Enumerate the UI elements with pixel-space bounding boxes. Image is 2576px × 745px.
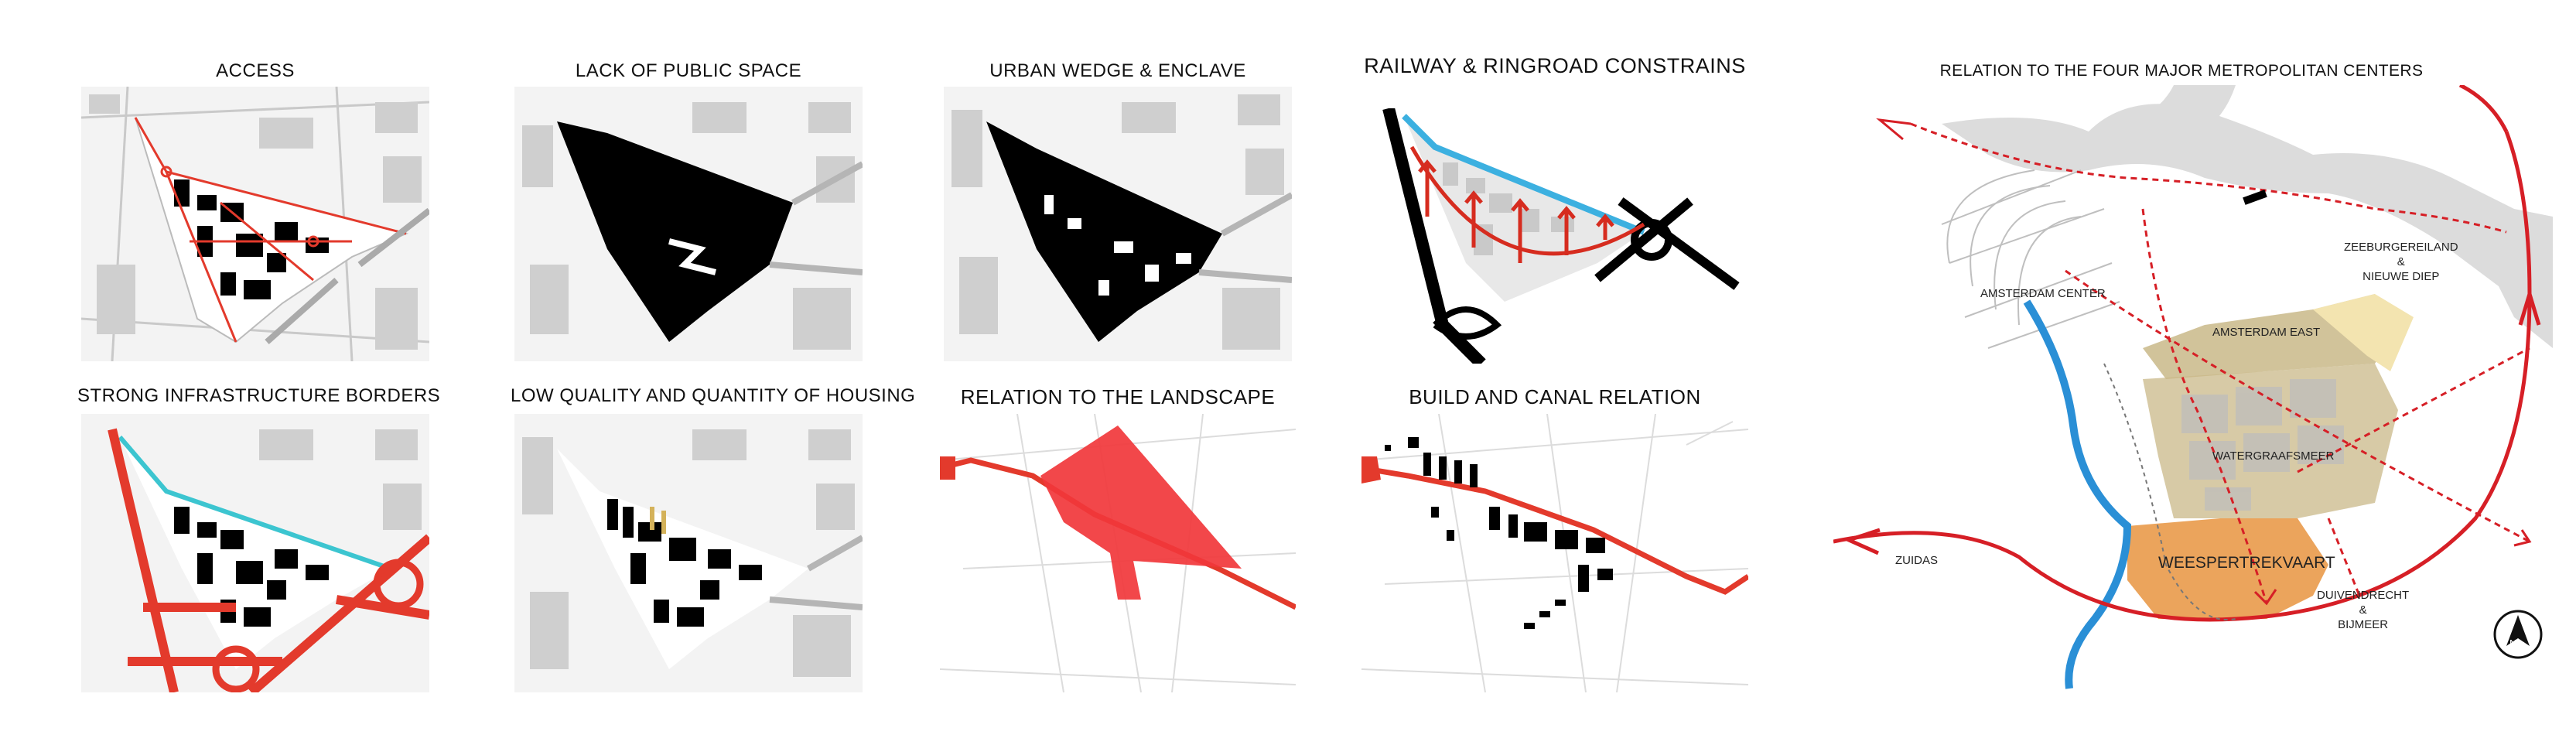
railway-border [118,436,391,571]
surrounding-blocks [522,102,855,350]
panel-title: URBAN WEDGE & ENCLAVE [989,60,1246,81]
panel-title: LACK OF PUBLIC SPACE [575,60,802,81]
surrounding-blocks [951,94,1284,350]
housing-blocks [607,499,762,627]
label-amsterdam-east: AMSTERDAM EAST [2212,326,2321,339]
metro-map [1833,85,2553,689]
canal-end [1361,456,1381,484]
water-arm [2112,85,2236,147]
public-space-trace [668,238,716,275]
ring-road-arrow-w [1843,528,1881,555]
label-duivendrecht: DUIVENDRECHT & BIJMEER [2317,589,2410,631]
water-ij [1942,104,2553,348]
panel-housing: LOW QUALITY AND QUANTITY OF HOUSING [511,379,916,696]
metro-map-title: RELATION TO THE FOUR MAJOR METROPOLITAN … [1939,62,2424,80]
wedge-map [944,87,1292,361]
ring-road [769,535,863,610]
canal-ring [1941,169,2120,349]
railway-line [1402,114,1645,235]
panel-title: LOW QUALITY AND QUANTITY OF HOUSING [511,385,916,406]
panel-wedge: URBAN WEDGE & ENCLAVE [940,54,1296,364]
enclave-black [986,121,1222,342]
canal [1361,465,1748,595]
arrow-se [2513,529,2532,547]
street-grid [1361,414,1748,692]
ring-road-arrow-n [2518,287,2541,326]
canal-end [940,456,955,480]
housing-highlight [650,507,666,534]
panel-railway: RAILWAY & RINGROAD CONSTRAINS [1350,46,1760,364]
surrounding-blocks [522,429,855,677]
infrastructure-map [81,414,429,692]
amstel-river [2023,299,2132,689]
surrounding-blocks [259,429,422,530]
canal-map [1361,414,1748,692]
ring-road-east [1594,197,1740,290]
north-arrow-icon [2506,615,2530,646]
access-map [81,87,429,361]
interchange [1631,219,1672,261]
panel-title: RAILWAY & RINGROAD CONSTRAINS [1364,54,1746,77]
arrow-s [2253,589,2277,606]
surrounding-blocks [89,94,422,350]
site-area [120,437,391,669]
panel-canal: BUILD AND CANAL RELATION [1361,379,1748,696]
ring-road [769,161,863,275]
ring-road-a10-north [2458,85,2509,133]
label-weespertrekvaart: WEESPERTREKVAART [2158,554,2335,572]
panel-title: BUILD AND CANAL RELATION [1409,385,1701,408]
label-amsterdam-center: AMSTERDAM CENTER [1980,287,2106,300]
interchange-south [1433,306,1502,340]
label-zuidas: ZUIDAS [1895,554,1939,567]
housing-map [514,414,863,692]
railway-map [1382,108,1740,364]
access-routes [134,117,407,343]
ring-road [265,207,429,344]
panel-access: ACCESS [77,54,433,364]
railway-lines [1910,122,2530,604]
panel-title: RELATION TO THE LANDSCAPE [960,385,1276,408]
railway-bridge [2243,190,2267,205]
north-arrow-label: N [2509,637,2517,649]
ring-road-west [1382,108,1486,364]
constraint-arrows [1409,145,1645,263]
road-borders [108,428,429,692]
site-black-fill [557,121,793,342]
landscape-map [940,414,1296,692]
panel-landscape: RELATION TO THE LANDSCAPE [940,379,1296,696]
canal-buildings [1385,437,1613,629]
panel-public-space: LACK OF PUBLIC SPACE [511,54,866,364]
label-zeeburgereiland: ZEEBURGEREILAND & NIEUWE DIEP [2344,241,2458,283]
panel-title: ACCESS [216,60,295,81]
label-watergraafsmeer: WATERGRAAFSMEER [2212,449,2335,463]
panel-infrastructure: STRONG INFRASTRUCTURE BORDERS [77,379,441,696]
enclave-voids [1044,195,1191,296]
ring-road [1198,192,1292,283]
panel-title: STRONG INFRASTRUCTURE BORDERS [77,385,441,406]
district-east-cream [2313,294,2414,371]
site-landscape [1040,425,1242,600]
public-space-map [514,87,863,361]
arrow-nw [1876,118,1912,141]
district-weespertrekvaart [2127,518,2328,619]
